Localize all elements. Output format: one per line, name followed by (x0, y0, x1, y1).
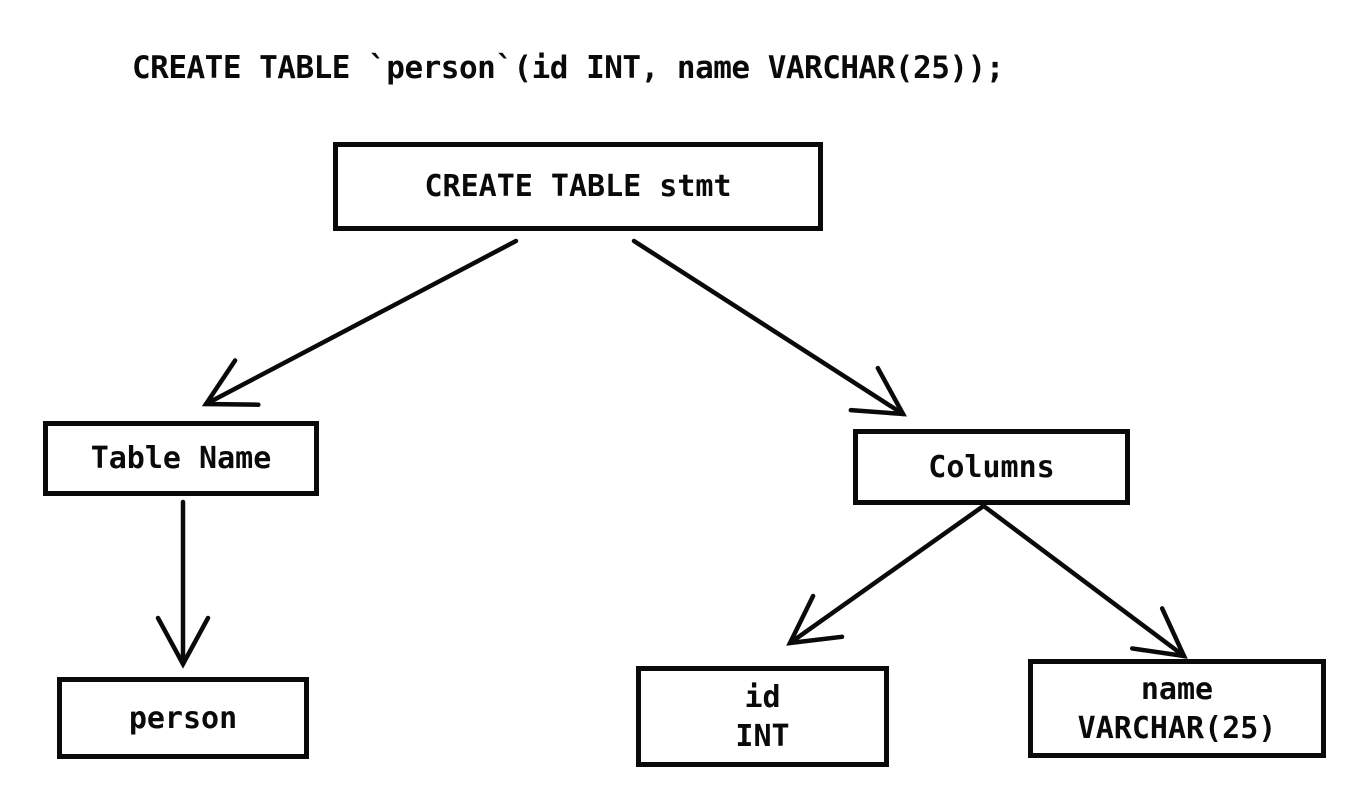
edge-columns-to-id (786, 504, 985, 646)
node-table-name-label: Table Name (90, 441, 272, 476)
node-column-id: id INT (636, 666, 889, 767)
node-columns-label: Columns (928, 449, 1055, 485)
edge-stmt-to-columns (631, 238, 907, 417)
node-column-id-name: id (744, 679, 781, 715)
node-column-name-type: VARCHAR(25) (1077, 710, 1277, 746)
node-table-name: Table Name (43, 421, 319, 496)
node-person-label: person (128, 700, 238, 736)
node-column-name: name VARCHAR(25) (1028, 659, 1326, 758)
node-column-name-name: name (1140, 671, 1214, 707)
node-column-id-type: INT (735, 718, 790, 754)
edge-stmt-to-table-name (201, 238, 519, 407)
node-columns: Columns (853, 429, 1130, 505)
edge-columns-to-name (982, 504, 1188, 659)
node-create-table-stmt-label: CREATE TABLE stmt (424, 169, 732, 204)
sql-statement: CREATE TABLE `person`(id INT, name VARCH… (132, 50, 1004, 86)
node-create-table-stmt: CREATE TABLE stmt (333, 142, 823, 231)
node-person: person (57, 677, 309, 759)
